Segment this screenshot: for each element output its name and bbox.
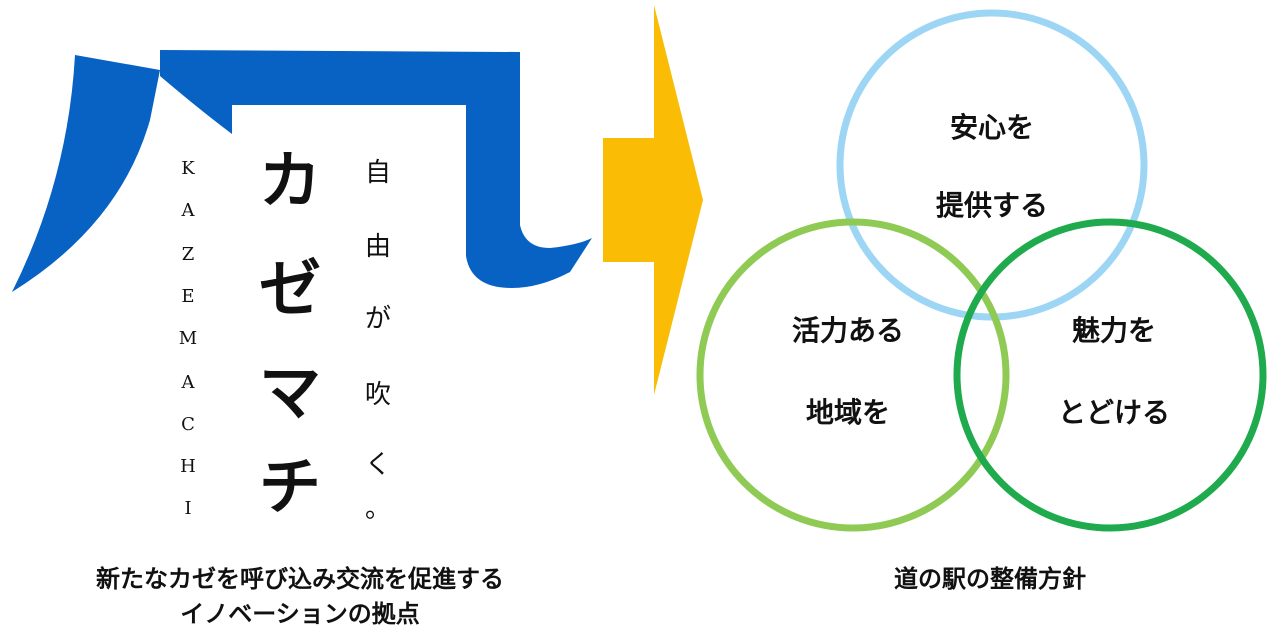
roadside-station-policy-caption: 道の駅の整備方針 xyxy=(894,565,1086,593)
caption-line-1: 新たなカゼを呼び込み交流を促進する xyxy=(96,565,504,593)
romaji-letter: K xyxy=(181,158,195,179)
wind-kanji-logo-mark xyxy=(12,50,592,292)
logo-name-char: マ xyxy=(258,356,321,429)
tagline-char: が xyxy=(364,304,391,334)
romaji-letter: A xyxy=(181,372,195,393)
venn-label-vitality-line1: 活力ある xyxy=(791,314,904,347)
caption-line-2: イノベーションの拠点 xyxy=(180,599,420,628)
venn-label-attraction-line2: とどける xyxy=(1057,396,1170,429)
venn-label-safety-line1: 安心を xyxy=(949,111,1034,144)
wind-left-stroke xyxy=(12,55,160,292)
tagline-char: 由 xyxy=(364,232,391,262)
tagline-char: 自 xyxy=(364,158,391,188)
venn-circle-attraction xyxy=(953,218,1267,532)
venn-label-vitality-line2: 地域を xyxy=(805,396,890,429)
romaji-letter: Z xyxy=(181,244,195,265)
romaji-letter: C xyxy=(181,414,195,435)
logo-name-char: チ xyxy=(258,450,321,523)
tagline-char: 吹 xyxy=(364,380,391,410)
tagline-char: く xyxy=(364,450,391,480)
venn-label-attraction-line1: 魅力を xyxy=(1071,314,1156,347)
venn-circle-vitality xyxy=(696,218,1010,532)
innovation-hub-caption: 新たなカゼを呼び込み交流を促進する イノベーションの拠点 xyxy=(10,562,590,632)
logo-name-char: ゼ xyxy=(258,252,321,325)
romaji-letter: E xyxy=(181,286,195,307)
venn-label-vitality: 活力ある 地域を xyxy=(748,309,948,431)
right-arrow xyxy=(603,5,703,395)
romaji-letter: M xyxy=(178,328,198,349)
venn-label-safety: 安心を 提供する xyxy=(892,106,1092,224)
venn-label-attraction: 魅力を とどける xyxy=(1014,309,1214,431)
venn-label-safety-line2: 提供する xyxy=(935,189,1048,222)
romaji-letter: I xyxy=(184,498,192,519)
romaji-letter: H xyxy=(180,456,196,477)
wind-right-stroke xyxy=(160,50,592,288)
romaji-letter: A xyxy=(181,200,195,221)
tagline-char: 。 xyxy=(364,494,391,524)
logo-name-char: カ xyxy=(258,144,321,217)
